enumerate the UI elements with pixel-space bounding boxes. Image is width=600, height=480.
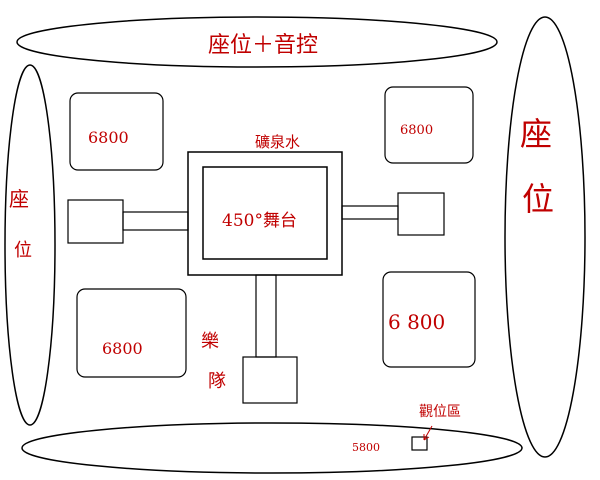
label-left-seating-2: 位 [14, 240, 32, 261]
platform-right [397, 192, 445, 236]
label-band-2: 隊 [208, 371, 226, 392]
top-seating-area [16, 16, 498, 68]
vip-table-bottom-left [76, 288, 187, 378]
label-vip-table-bottom-left: 6800 [102, 339, 143, 358]
vip-table-top-right [384, 86, 474, 164]
right-seating-area [504, 16, 586, 458]
runway-right [341, 205, 399, 220]
label-bottom-price: 5800 [352, 441, 380, 454]
label-right-seating-2: 位 [522, 180, 554, 218]
label-above-stage: 礦泉水 [255, 133, 300, 151]
label-vip-table-bottom-right: 6 800 [388, 310, 445, 334]
marker-box [411, 436, 428, 451]
label-band-1: 樂 [201, 331, 219, 352]
platform-left [67, 199, 124, 244]
vip-table-top-left [69, 92, 164, 171]
label-stage: 450°舞台 [222, 211, 297, 231]
label-top-seating: 座位＋音控 [208, 33, 318, 58]
label-vip-table-top-right: 6800 [400, 123, 433, 138]
bottom-seating-area [21, 422, 523, 474]
stage-inner [202, 166, 328, 260]
left-seating-area [4, 64, 56, 426]
platform-bottom [242, 356, 298, 404]
runway-left [122, 211, 189, 231]
vip-table-bottom-right [382, 271, 476, 368]
label-left-seating-1: 座 [9, 187, 29, 211]
label-bottom-right-note: 觀位區 [419, 404, 461, 420]
label-vip-table-top-left: 6800 [88, 128, 129, 147]
runway-bottom [255, 274, 277, 358]
label-right-seating-1: 座 [520, 115, 552, 153]
marker-arrow [423, 425, 433, 441]
